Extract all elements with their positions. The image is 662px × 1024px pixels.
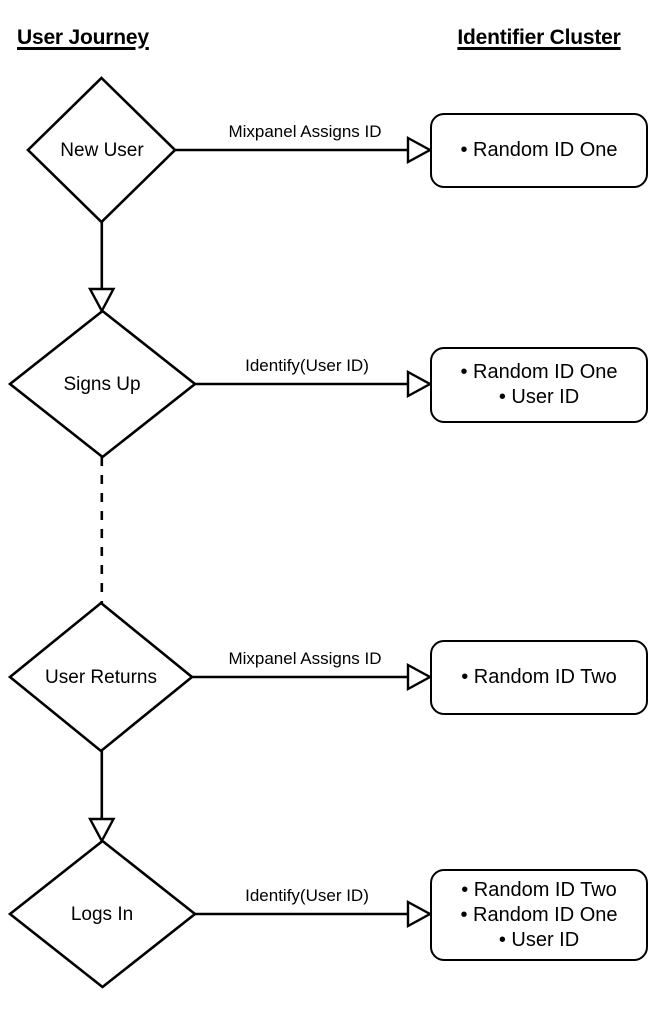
node-label-new-user: New User [60,140,144,161]
cluster-item: • Random ID Two [461,878,617,901]
edge-label-identify-user-id-signs-up: Identify(User ID) [245,356,369,375]
edge-label-identify-user-id-logs-in: Identify(User ID) [245,886,369,905]
node-label-user-returns: User Returns [45,667,157,688]
edge-label-mixpanel-assigns-id-new-user: Mixpanel Assigns ID [228,122,382,141]
arrowhead-user-returns [406,662,433,692]
node-label-signs-up: Signs Up [63,374,141,395]
arrowhead-signs-up [406,369,433,399]
arrowhead-logs-in [406,899,433,929]
identifier-cluster-box-signs-up: • Random ID One • User ID [430,347,648,423]
identifier-cluster-box-new-user: • Random ID One [430,113,648,188]
identifier-cluster-box-logs-in: • Random ID Two • Random ID One • User I… [430,869,648,961]
arrowhead-connector-logs-in [87,817,116,844]
column-header-user-journey: User Journey [17,26,149,49]
cluster-item: • User ID [498,928,580,951]
column-header-identifier-cluster: Identifier Cluster [457,26,621,49]
arrowhead-new-user [406,135,433,165]
cluster-item: • Random ID One [460,903,618,926]
arrowhead-connector-signs-up [87,287,116,314]
cluster-item: • User ID [498,386,580,408]
cluster-item: • Random ID One [460,139,618,161]
identifier-cluster-box-user-returns: • Random ID Two [430,640,648,715]
cluster-item: • Random ID One [460,361,618,383]
edge-label-mixpanel-assigns-id-user-returns: Mixpanel Assigns ID [228,649,382,668]
cluster-item: • Random ID Two [461,666,617,688]
node-label-logs-in: Logs In [70,904,134,925]
